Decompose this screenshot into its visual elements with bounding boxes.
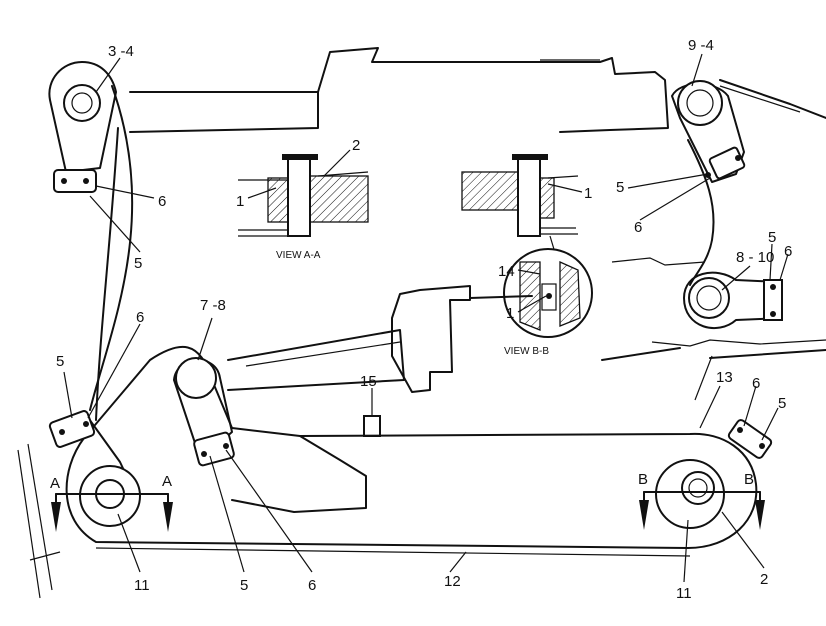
main-beam <box>29 345 758 561</box>
view-captions: VIEW A-A VIEW B-B <box>276 250 549 357</box>
leader-lines <box>63 53 789 583</box>
callout-1-detail-bb: 1 <box>506 305 514 322</box>
link-3-4 <box>48 61 134 421</box>
callout-7-8: 7 -8 <box>200 297 226 314</box>
callout-8-10: 8 - 10 <box>736 249 774 266</box>
link-7-8 <box>173 357 235 467</box>
callout-6-right: 6 <box>784 243 792 260</box>
upper-frame <box>129 47 826 401</box>
callout-13: 13 <box>716 369 733 386</box>
section-b-marks <box>639 491 765 530</box>
callout-5-bottom: 5 <box>240 577 248 594</box>
callout-labels: 3 -4 9 -4 7 -8 8 - 10 1 2 1 14 1 6 5 5 6… <box>56 37 792 602</box>
callout-6-left: 6 <box>136 309 144 326</box>
right-pivot <box>655 419 773 529</box>
callout-12: 12 <box>444 573 461 590</box>
callout-3-4: 3 -4 <box>108 43 134 60</box>
callout-15: 15 <box>360 373 377 390</box>
section-a-marks <box>51 493 173 532</box>
view-bb-caption: VIEW B-B <box>504 346 549 357</box>
callout-6-lower-right: 6 <box>752 375 760 392</box>
section-b-left: B <box>638 471 648 488</box>
callout-5-right: 5 <box>768 229 776 246</box>
link-9-4 <box>671 80 746 183</box>
callout-11-right: 11 <box>676 585 692 602</box>
callout-14: 14 <box>498 263 515 280</box>
callout-6-bottom: 6 <box>308 577 316 594</box>
hydraulic-cylinder <box>227 285 533 437</box>
callout-5-top-left: 5 <box>134 255 142 272</box>
callout-2-view-aa: 2 <box>352 137 360 154</box>
callout-5-lower-right: 5 <box>778 395 786 412</box>
callout-6-top-right: 6 <box>634 219 642 236</box>
view-bb-detail <box>461 154 593 338</box>
callout-11-left: 11 <box>134 577 150 594</box>
left-pivot <box>17 410 141 599</box>
callout-5-left: 5 <box>56 353 64 370</box>
view-aa-caption: VIEW A-A <box>276 250 321 261</box>
section-a-right: A <box>162 473 172 490</box>
section-a-left: A <box>50 475 60 492</box>
callout-5-top-right: 5 <box>616 179 624 196</box>
link-8-10 <box>683 271 783 329</box>
section-letters: A A B B <box>50 471 754 492</box>
callout-9-4: 9 -4 <box>688 37 714 54</box>
callout-6-top-left: 6 <box>158 193 166 210</box>
callout-2-bottom: 2 <box>760 571 768 588</box>
callout-1-view-aa: 1 <box>236 193 244 210</box>
section-b-right: B <box>744 471 754 488</box>
callout-1-view-bb: 1 <box>584 185 592 202</box>
